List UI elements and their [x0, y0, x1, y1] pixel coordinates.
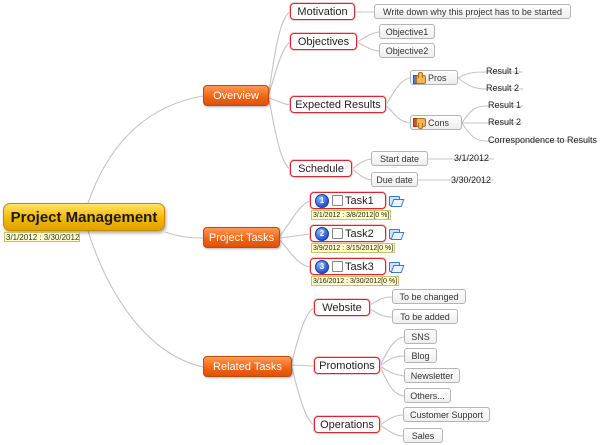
topic-related-tasks-label: Related Tasks — [213, 360, 282, 373]
subtopic-expected-results[interactable]: Expected Results — [290, 96, 386, 113]
cons-label: Cons — [428, 117, 450, 128]
subtopic-schedule-label: Schedule — [298, 162, 344, 175]
task-date-bar: 3/16/2012 : 3/30/2012[0 %] — [311, 276, 400, 286]
operations-item-label: Customer Support — [409, 409, 484, 420]
task-label: Task2 — [345, 227, 374, 240]
promotion-item-label: Blog — [411, 350, 430, 361]
operations-item[interactable]: Sales — [403, 428, 443, 443]
task-date-bar: 3/9/2012 : 3/15/2012[0 %] — [311, 243, 396, 253]
pros-result-item[interactable]: Result 1 — [486, 66, 520, 76]
promotion-item-label: SNS — [411, 331, 430, 342]
promotion-item[interactable]: SNS — [404, 329, 437, 344]
promotion-item[interactable]: Blog — [404, 348, 437, 363]
schedule-due-date-value: 3/30/2012 — [451, 175, 492, 185]
priority-1-icon: 1 — [315, 193, 329, 208]
thumbs-up-icon — [413, 72, 426, 84]
promotion-item[interactable]: Newsletter — [404, 368, 460, 383]
subtopic-expected-results-label: Expected Results — [295, 98, 381, 111]
task-label: Task1 — [345, 194, 374, 207]
motivation-note-text: Write down why this project has to be st… — [383, 6, 562, 17]
task-checkbox[interactable] — [332, 195, 343, 206]
schedule-due-date[interactable]: Due date — [371, 172, 418, 187]
cons-result-item[interactable]: Result 2 — [488, 117, 522, 127]
objective-item-label: Objective2 — [385, 45, 429, 56]
schedule-start-date-label: Start date — [379, 153, 420, 164]
objective-item[interactable]: Objective1 — [379, 24, 435, 39]
central-topic-label: Project Management — [10, 208, 158, 226]
task-item[interactable]: 1 Task1 — [310, 192, 386, 209]
objective-item-label: Objective1 — [385, 26, 429, 37]
task-label: Task3 — [345, 260, 374, 273]
schedule-start-date-value: 3/1/2012 — [454, 153, 490, 163]
topic-related-tasks[interactable]: Related Tasks — [203, 356, 292, 377]
subtopic-operations[interactable]: Operations — [314, 416, 380, 433]
cons-result-item[interactable]: Correspondence to Results — [488, 135, 598, 145]
topic-overview[interactable]: Overview — [203, 85, 269, 106]
topic-project-tasks[interactable]: Project Tasks — [203, 227, 280, 248]
pros-result-item[interactable]: Result 2 — [486, 83, 520, 93]
subtopic-operations-label: Operations — [320, 418, 374, 431]
task-date-bar: 3/1/2012 : 3/8/2012[0 %] — [311, 210, 392, 220]
topic-overview-label: Overview — [213, 89, 259, 102]
subtopic-objectives[interactable]: Objectives — [290, 33, 357, 50]
pros-node[interactable]: Pros — [410, 70, 458, 85]
subtopic-website-label: Website — [322, 301, 362, 314]
subtopic-website[interactable]: Website — [314, 299, 370, 316]
thumbs-down-icon — [413, 117, 426, 129]
priority-3-icon: 3 — [315, 259, 329, 274]
task-item[interactable]: 3 Task3 — [310, 258, 386, 275]
subtopic-schedule[interactable]: Schedule — [290, 160, 352, 177]
website-item-label: To be changed — [399, 291, 459, 302]
priority-2-icon: 2 — [315, 226, 329, 241]
schedule-start-date[interactable]: Start date — [371, 151, 428, 166]
task-item[interactable]: 2 Task2 — [310, 225, 386, 242]
subtopic-promotions[interactable]: Promotions — [314, 357, 380, 374]
promotion-item[interactable]: Others... — [404, 388, 451, 403]
promotion-item-label: Others... — [410, 390, 445, 401]
subtopic-motivation-label: Motivation — [297, 5, 348, 18]
central-topic[interactable]: Project Management — [3, 203, 165, 231]
task-checkbox[interactable] — [332, 261, 343, 272]
topic-project-tasks-label: Project Tasks — [208, 231, 275, 244]
objective-item[interactable]: Objective2 — [379, 43, 435, 58]
cons-node[interactable]: Cons — [410, 115, 462, 130]
operations-item[interactable]: Customer Support — [403, 407, 490, 422]
website-item[interactable]: To be added — [392, 309, 458, 324]
subtopic-motivation[interactable]: Motivation — [290, 3, 355, 20]
pros-label: Pros — [428, 72, 447, 83]
operations-item-label: Sales — [411, 430, 435, 441]
cons-result-item[interactable]: Result 1 — [488, 100, 522, 110]
promotion-item-label: Newsletter — [410, 370, 454, 381]
website-item-label: To be added — [400, 311, 450, 322]
schedule-due-date-label: Due date — [376, 174, 413, 185]
subtopic-objectives-label: Objectives — [297, 35, 350, 48]
subtopic-promotions-label: Promotions — [319, 359, 375, 372]
website-item[interactable]: To be changed — [392, 289, 466, 304]
task-checkbox[interactable] — [332, 228, 343, 239]
central-topic-date-range: 3/1/2012 : 3/30/2012 — [4, 232, 80, 242]
motivation-note[interactable]: Write down why this project has to be st… — [374, 4, 571, 19]
